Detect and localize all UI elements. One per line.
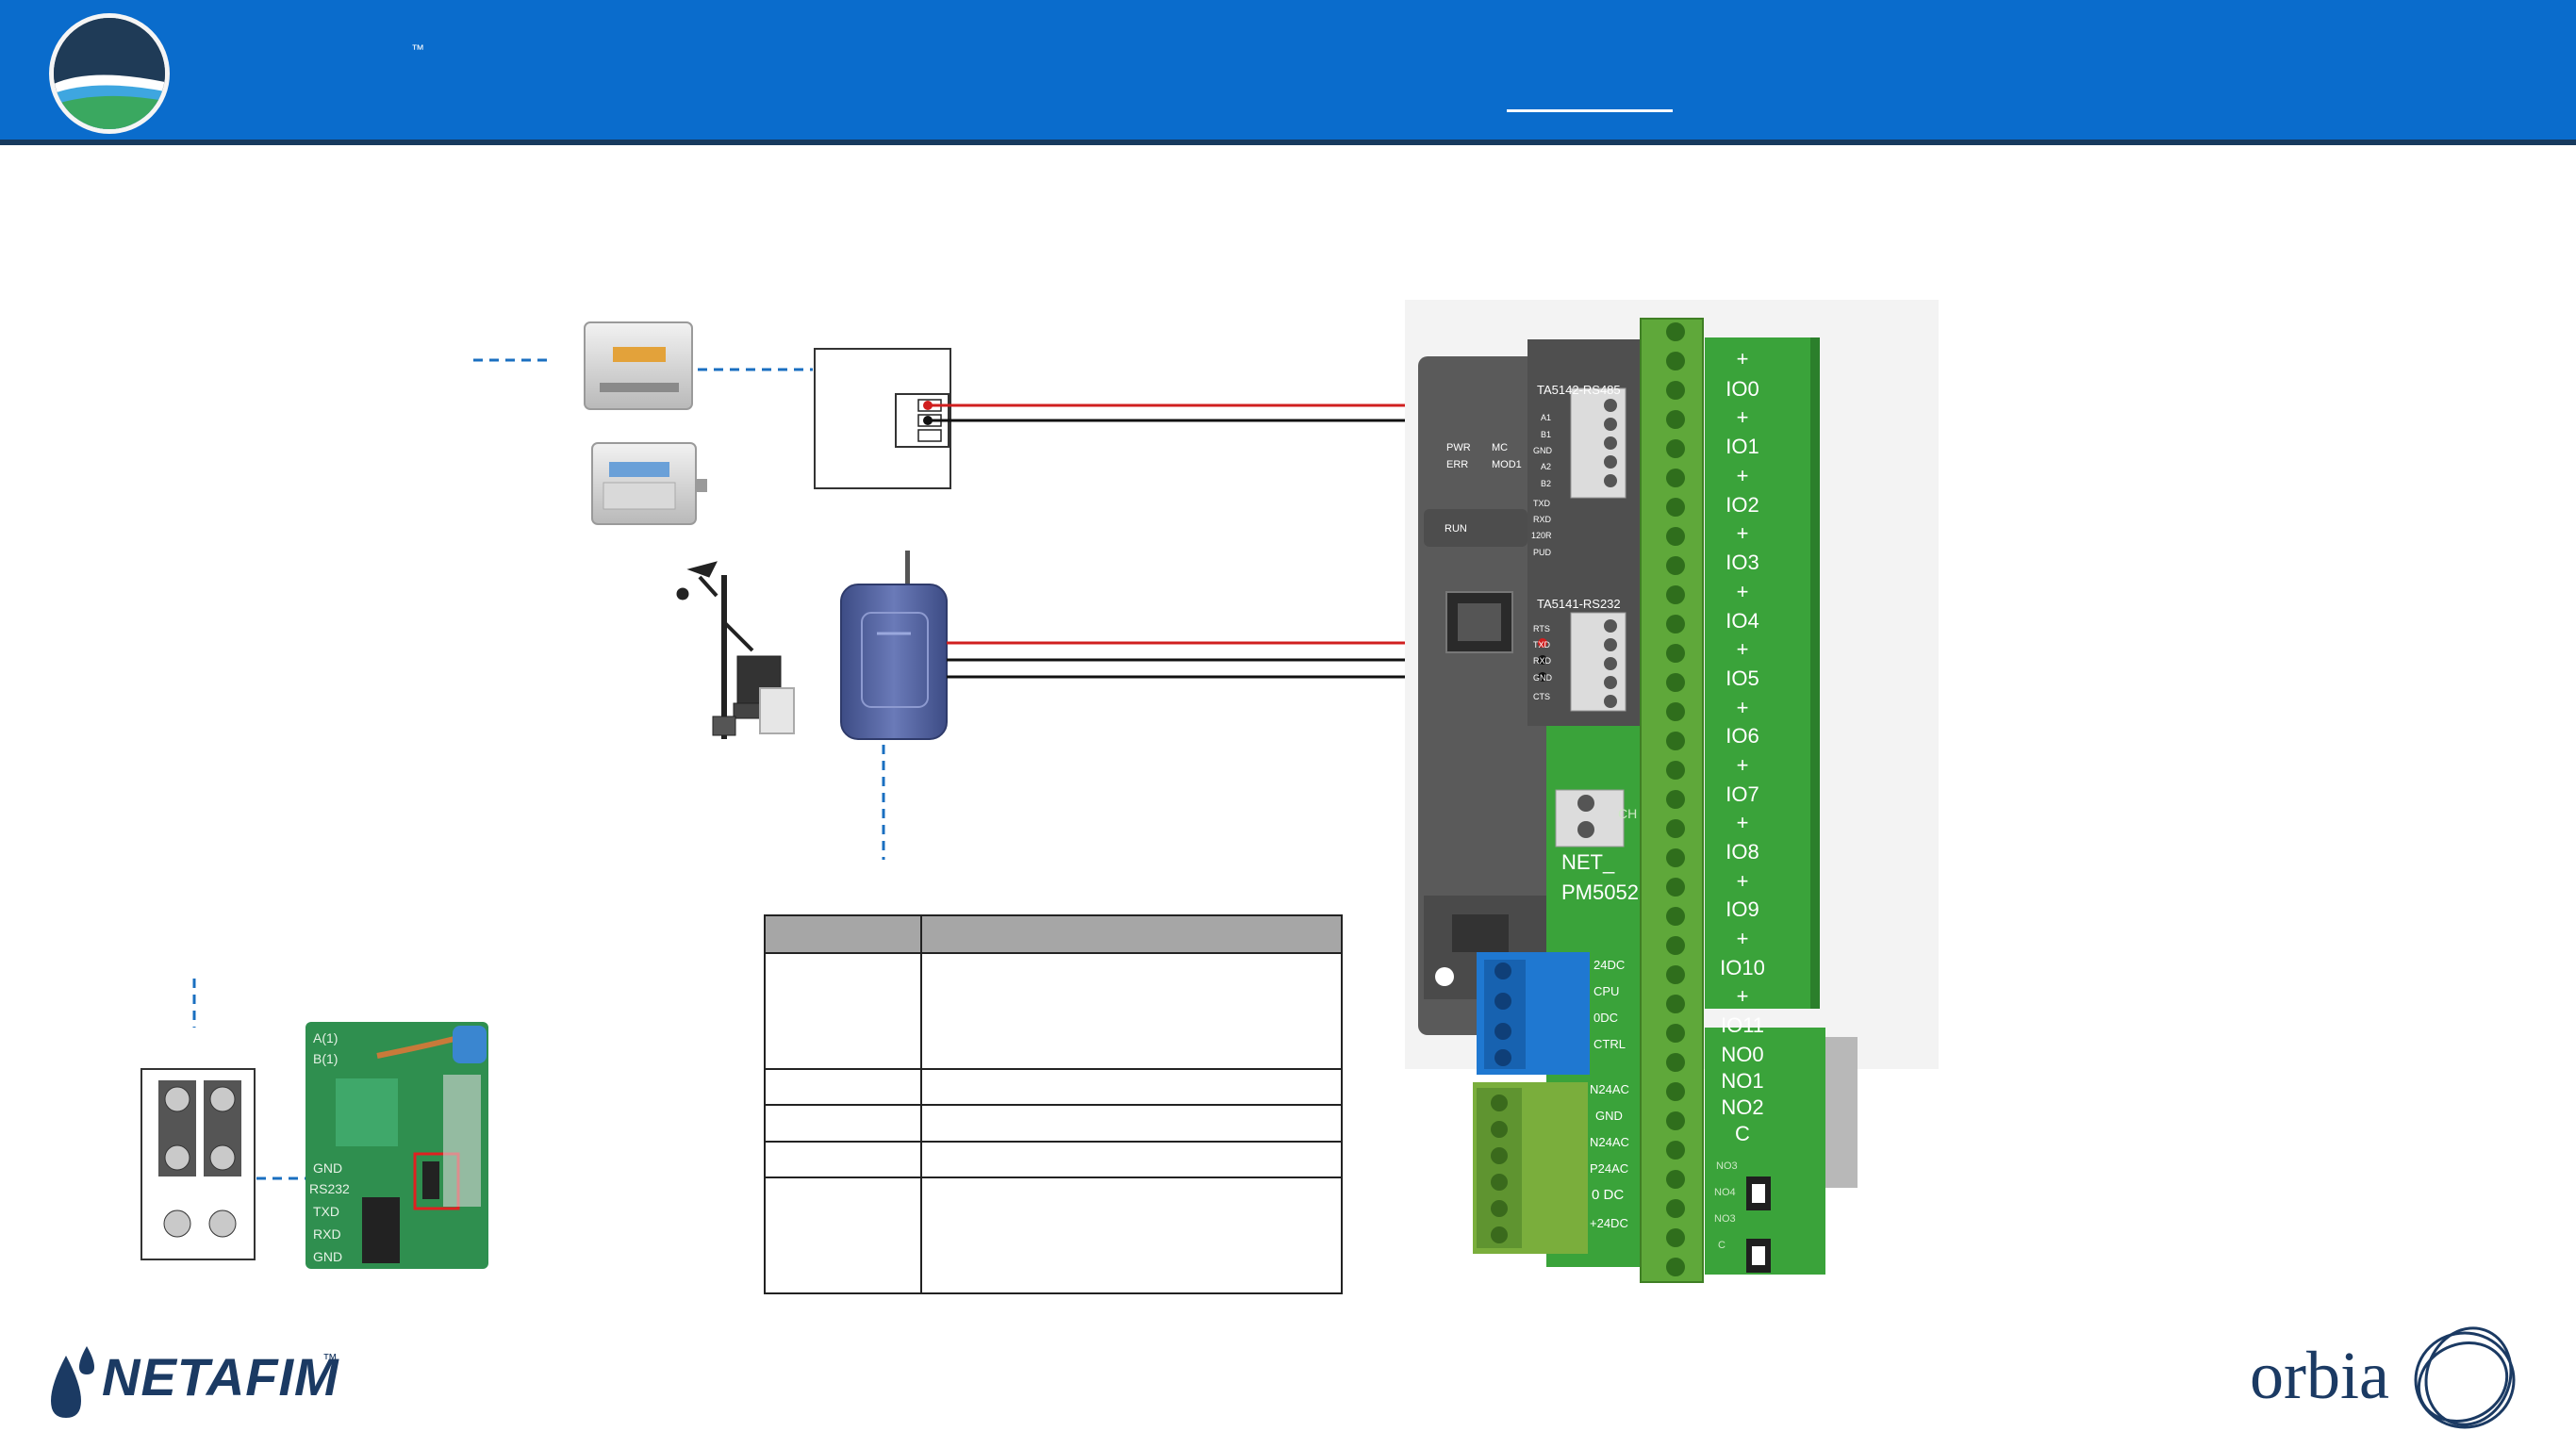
svg-text:IO4: IO4 (1726, 609, 1759, 633)
weather-station-icon (676, 561, 795, 739)
svg-text:MOD1: MOD1 (1492, 459, 1522, 470)
svg-text:NO4: NO4 (1714, 1187, 1736, 1198)
svg-text:B1: B1 (1541, 430, 1551, 439)
svg-text:+: + (1737, 521, 1749, 545)
rs232-terminal (1570, 612, 1627, 712)
svg-text:RXD: RXD (313, 1226, 341, 1242)
orbia-rings-icon (2414, 1326, 2516, 1429)
svg-text:IO5: IO5 (1726, 666, 1759, 690)
svg-text:0 DC: 0 DC (1592, 1187, 1624, 1203)
svg-text:IO1: IO1 (1726, 435, 1759, 458)
svg-text:IO6: IO6 (1726, 724, 1759, 748)
svg-text:A2: A2 (1541, 462, 1551, 471)
svg-text:+: + (1737, 464, 1749, 487)
svg-text:ERR: ERR (1446, 459, 1468, 470)
svg-text:+: + (1737, 984, 1749, 1008)
svg-text:GND: GND (1533, 673, 1553, 683)
netafim-drop-icon (51, 1346, 94, 1418)
orbia-logo-text: orbia (2250, 1338, 2389, 1413)
svg-text:IO0: IO0 (1726, 377, 1759, 401)
svg-text:IO2: IO2 (1726, 493, 1759, 517)
model-label: PM5052 (1561, 880, 1639, 904)
svg-text:C: C (1735, 1122, 1750, 1145)
connection-table (764, 913, 1343, 1294)
svg-text:B(1): B(1) (313, 1051, 338, 1066)
svg-text:TXD: TXD (1533, 640, 1551, 650)
svg-text:IO9: IO9 (1726, 897, 1759, 921)
svg-text:N24AC: N24AC (1590, 1082, 1629, 1096)
svg-text:IO3: IO3 (1726, 551, 1759, 574)
svg-text:CTRL: CTRL (1593, 1037, 1626, 1051)
svg-text:RXD: RXD (1533, 515, 1552, 524)
svg-text:RUN: RUN (1445, 523, 1467, 535)
svg-text:+: + (1737, 927, 1749, 950)
table-row (764, 1068, 1343, 1107)
svg-text:TXD: TXD (1533, 499, 1551, 508)
svg-text:A(1): A(1) (313, 1030, 338, 1045)
svg-text:IO11: IO11 (1721, 1013, 1764, 1037)
table-header-row (764, 913, 1343, 955)
svg-text:IO8: IO8 (1726, 840, 1759, 864)
io-terminal-screws (1666, 322, 1685, 1276)
rs485-terminal (1570, 387, 1627, 499)
svg-text:+: + (1737, 405, 1749, 429)
table-row (764, 952, 1343, 1071)
brand-logo-icon (49, 13, 170, 134)
svg-text:TXD: TXD (313, 1204, 339, 1219)
trademark-symbol: ™ (411, 41, 424, 57)
header-underline-link[interactable] (1507, 109, 1673, 112)
svg-text:+24DC: +24DC (1590, 1216, 1628, 1230)
svg-text:B2: B2 (1541, 479, 1551, 488)
svg-text:+: + (1737, 637, 1749, 661)
svg-text:+: + (1737, 811, 1749, 834)
svg-text:IO7: IO7 (1726, 782, 1759, 806)
svg-text:RS232: RS232 (309, 1181, 350, 1196)
svg-text:A1: A1 (1541, 413, 1551, 422)
svg-text:+: + (1737, 869, 1749, 893)
svg-text:+: + (1737, 347, 1749, 370)
svg-text:PWR: PWR (1446, 442, 1471, 453)
gateway-box-bottom-icon (591, 442, 707, 525)
pcb-closeup-photo (305, 1022, 488, 1269)
module1-label: TA5142-RS485 (1537, 383, 1621, 397)
svg-text:+: + (1737, 753, 1749, 777)
svg-text:+: + (1737, 580, 1749, 603)
table-row (764, 1140, 1343, 1179)
svg-text:N24AC: N24AC (1590, 1135, 1629, 1149)
svg-text:24DC: 24DC (1593, 958, 1625, 972)
net-label: NET_ (1561, 850, 1615, 874)
svg-text:RTS: RTS (1533, 624, 1550, 634)
svg-text:NO0: NO0 (1721, 1043, 1763, 1066)
svg-text:GND: GND (313, 1249, 342, 1264)
header-bar: ™ (0, 0, 2576, 145)
svg-text:MC: MC (1492, 442, 1508, 453)
gateway-box-top-icon (584, 321, 693, 410)
module2-label: TA5141-RS232 (1537, 597, 1621, 611)
svg-text:NO3: NO3 (1716, 1160, 1738, 1172)
svg-text:PUD: PUD (1533, 548, 1552, 557)
netafim-tm: ™ (322, 1352, 338, 1368)
svg-text:P24AC: P24AC (1590, 1161, 1628, 1176)
svg-text:NO2: NO2 (1721, 1095, 1763, 1119)
svg-text:C: C (1718, 1240, 1726, 1251)
svg-text:NO1: NO1 (1721, 1069, 1763, 1093)
svg-text:GND: GND (1533, 446, 1553, 455)
svg-text:NO3: NO3 (1714, 1213, 1736, 1225)
svg-text:GND: GND (1595, 1109, 1623, 1123)
table-row (764, 1176, 1343, 1294)
jumper-closeup (140, 1068, 256, 1260)
table-row (764, 1104, 1343, 1143)
svg-text:CH: CH (1618, 806, 1637, 821)
netafim-logo-text: NETAFIM (102, 1347, 339, 1407)
svg-text:+: + (1737, 696, 1749, 719)
svg-text:GND: GND (313, 1160, 342, 1176)
svg-text:RXD: RXD (1533, 656, 1552, 666)
radio-device-icon (840, 551, 948, 740)
svg-text:IO10: IO10 (1720, 956, 1765, 979)
svg-text:120R: 120R (1531, 531, 1552, 540)
svg-text:CPU: CPU (1593, 984, 1619, 998)
svg-text:0DC: 0DC (1593, 1011, 1618, 1025)
svg-text:CTS: CTS (1533, 692, 1550, 701)
